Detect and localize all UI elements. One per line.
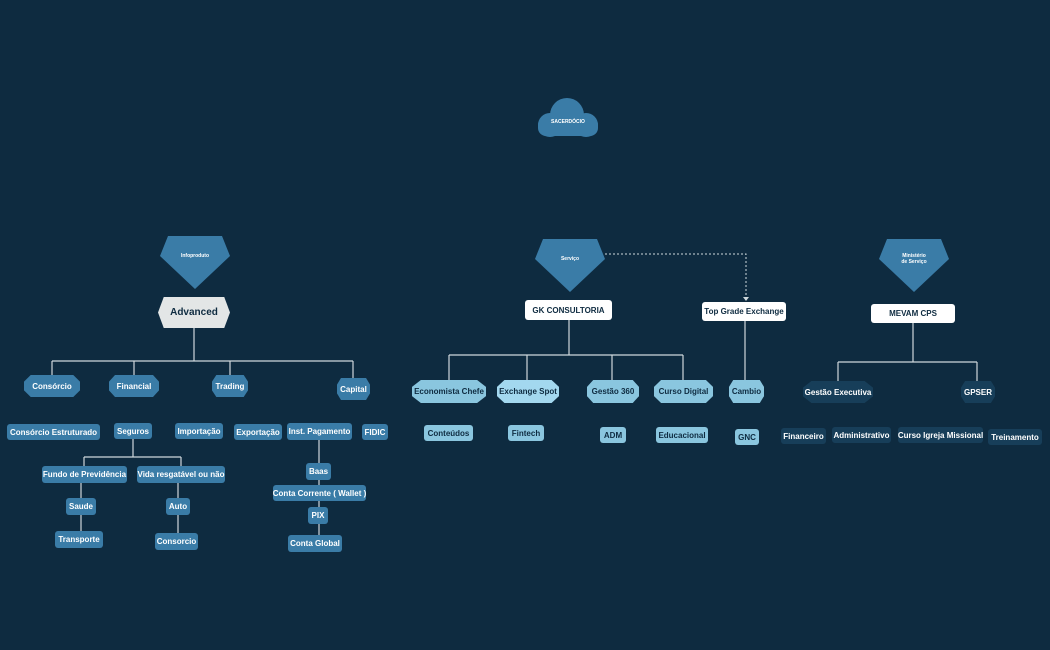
advanced-node[interactable]: Advanced <box>158 297 230 328</box>
treinamento-node[interactable]: Treinamento <box>988 429 1042 445</box>
conta-global-node[interactable]: Conta Global <box>288 535 342 552</box>
dashed-relation <box>605 253 747 299</box>
fidic-node[interactable]: FIDIC <box>362 424 388 440</box>
educacional-node[interactable]: Educacional <box>656 427 708 443</box>
auto-node[interactable]: Auto <box>166 498 190 515</box>
fintech-node[interactable]: Fintech <box>508 425 544 441</box>
gem-label-ministerio-2: de Serviço <box>901 259 927 265</box>
trading-node[interactable]: Trading <box>212 375 248 397</box>
capital-node[interactable]: Capital <box>337 378 370 400</box>
pix-node[interactable]: PIX <box>308 507 328 524</box>
gem-label-infoproduto: Infoproduto <box>180 253 210 259</box>
cloud-label: SACERDÓCIO <box>551 119 585 125</box>
gnc-node[interactable]: GNC <box>735 429 759 445</box>
gem-servico <box>535 239 605 292</box>
exchange-spot-node[interactable]: Exchange Spot <box>497 380 559 403</box>
curso-igreja-missional-node[interactable]: Curso Igreja Missional <box>898 427 983 443</box>
consorcio-auto-node[interactable]: Consorcio <box>155 533 198 550</box>
gem-label-servico: Serviço <box>560 256 580 262</box>
transporte-node[interactable]: Transporte <box>55 531 103 548</box>
consorcio-estruturado-node[interactable]: Consórcio Estruturado <box>7 424 100 440</box>
top-grade-exchange-node[interactable]: Top Grade Exchange <box>702 302 786 321</box>
adm-node[interactable]: ADM <box>600 427 626 443</box>
gestao-executiva-node[interactable]: Gestão Executiva <box>803 381 873 403</box>
gk-consultoria-node[interactable]: GK CONSULTORIA <box>525 300 612 320</box>
baas-node[interactable]: Baas <box>306 463 331 480</box>
gestao-360-node[interactable]: Gestão 360 <box>587 380 639 403</box>
consorcio-node[interactable]: Consórcio <box>24 375 80 397</box>
gem-ministerio <box>879 239 949 292</box>
cloud-shape <box>538 98 598 137</box>
cambio-node[interactable]: Cambio <box>729 380 764 403</box>
gpser-node[interactable]: GPSER <box>961 381 995 403</box>
conta-corrente-node[interactable]: Conta Corrente ( Wallet ) <box>273 485 366 501</box>
financeiro-node[interactable]: Financeiro <box>781 428 826 444</box>
importacao-node[interactable]: Importação <box>175 423 223 439</box>
fundo-previdencia-node[interactable]: Fundo de Previdência <box>42 466 127 483</box>
curso-digital-node[interactable]: Curso Digital <box>654 380 713 403</box>
gem-infoproduto <box>160 236 230 289</box>
conteudos-node[interactable]: Conteúdos <box>424 425 473 441</box>
gem-label-ministerio-1: Ministério <box>902 253 926 259</box>
economista-chefe-node[interactable]: Economista Chefe <box>412 380 486 403</box>
arrow-head <box>743 297 749 301</box>
administrativo-node[interactable]: Administrativo <box>832 427 891 443</box>
mevam-cps-node[interactable]: MEVAM CPS <box>871 304 955 323</box>
exportacao-node[interactable]: Exportação <box>234 424 282 440</box>
vida-resgatavel-node[interactable]: Vida resgatável ou não <box>137 466 225 483</box>
financial-node[interactable]: Financial <box>109 375 159 397</box>
inst-pagamento-node[interactable]: Inst. Pagamento <box>287 423 352 440</box>
saude-node[interactable]: Saude <box>66 498 96 515</box>
seguros-node[interactable]: Seguros <box>114 423 152 439</box>
